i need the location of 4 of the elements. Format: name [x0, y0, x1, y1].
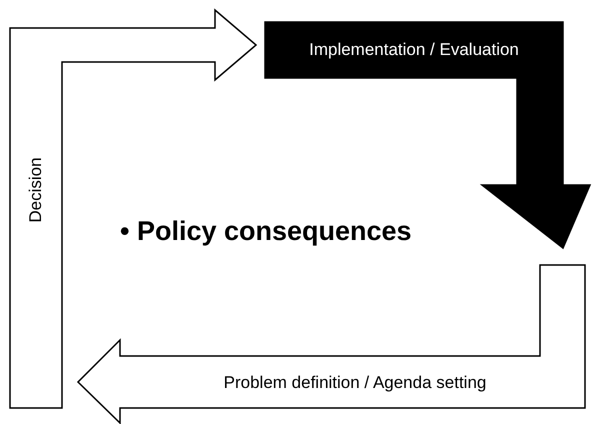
step-label: Problem definition / Agenda setting — [224, 373, 486, 393]
step-label: Implementation / Evaluation — [309, 40, 519, 60]
step-label: Decision — [26, 157, 46, 223]
bullet-point: • Policy consequences — [120, 216, 412, 247]
